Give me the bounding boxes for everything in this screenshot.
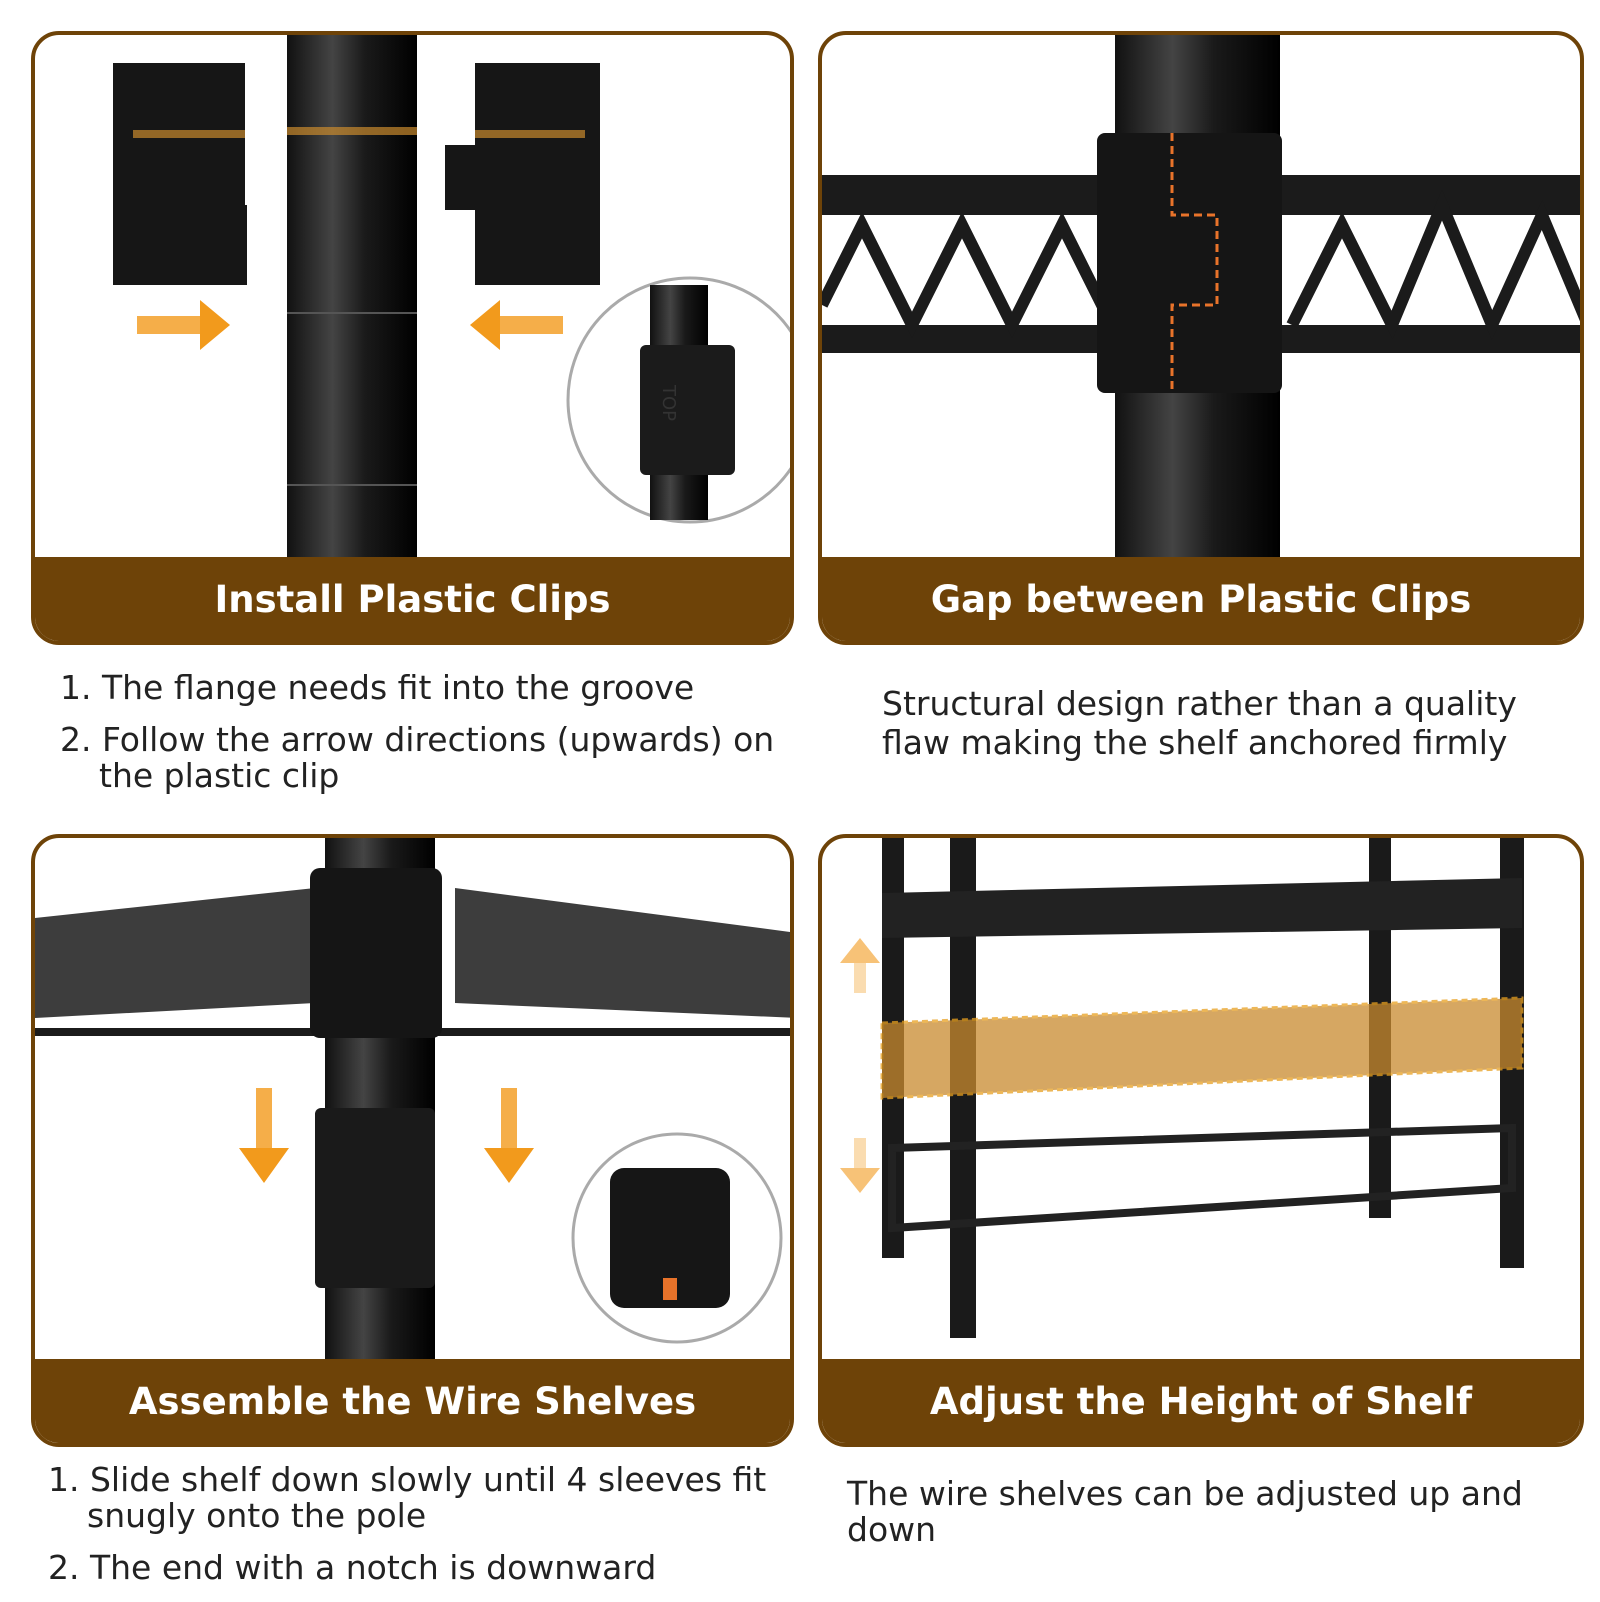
plastic-clip	[315, 1108, 435, 1288]
plastic-clip-left	[113, 63, 247, 285]
adjust-height-description: The wire shelves can be adjusted up and …	[847, 1476, 1547, 1564]
pole	[287, 35, 417, 565]
assemble-shelves-illustration	[35, 838, 790, 1368]
plastic-clip	[1097, 133, 1282, 393]
arrow-left-icon	[470, 300, 563, 350]
arrow-up-icon	[840, 938, 880, 993]
install-clips-illustration: TOP	[113, 35, 790, 565]
panel-title: Assemble the Wire Shelves	[35, 1359, 790, 1443]
gap-outline	[1170, 133, 1219, 393]
shelf-top	[882, 878, 1522, 938]
instruction-line: 1. The flange needs fit into the groove	[60, 668, 695, 707]
panel-gap-clips: Gap between Plastic Clips	[818, 31, 1584, 645]
top-label: TOP	[658, 384, 679, 421]
instruction-line: 1. Slide shelf down slowly until 4 sleev…	[48, 1460, 767, 1535]
panel-title: Adjust the Height of Shelf	[822, 1359, 1580, 1443]
arrow-down-icon	[840, 1138, 880, 1193]
plastic-clip-right	[445, 63, 600, 285]
panel-install-clips: TOP Install Plastic Clips	[31, 31, 794, 645]
instruction-line: 2. Follow the arrow directions (upwards)…	[60, 720, 775, 795]
arrow-right-icon	[137, 300, 230, 350]
description-line: The wire shelves can be adjusted up and …	[847, 1474, 1523, 1549]
shelf-bottom	[888, 1123, 1516, 1233]
arrow-down-icon	[239, 1088, 289, 1183]
gap-clips-illustration	[822, 35, 1580, 567]
panel-title: Install Plastic Clips	[35, 557, 790, 641]
arrow-down-icon	[484, 1088, 534, 1183]
gap-clips-description: Structural design rather than a quality …	[882, 684, 1542, 778]
assemble-instructions: 1. Slide shelf down slowly until 4 sleev…	[48, 1462, 788, 1602]
panel-title: Gap between Plastic Clips	[822, 557, 1580, 641]
shelf-adjustable	[880, 996, 1524, 1100]
adjust-height-illustration	[840, 838, 1524, 1338]
panel-assemble-shelves: Assemble the Wire Shelves	[31, 834, 794, 1447]
description-line: Structural design rather than a quality …	[882, 684, 1517, 762]
instruction-line: 2. The end with a notch is downward	[48, 1548, 657, 1587]
panel-adjust-height: Adjust the Height of Shelf	[818, 834, 1584, 1447]
install-clips-instructions: 1. The flange needs fit into the groove …	[60, 670, 820, 810]
